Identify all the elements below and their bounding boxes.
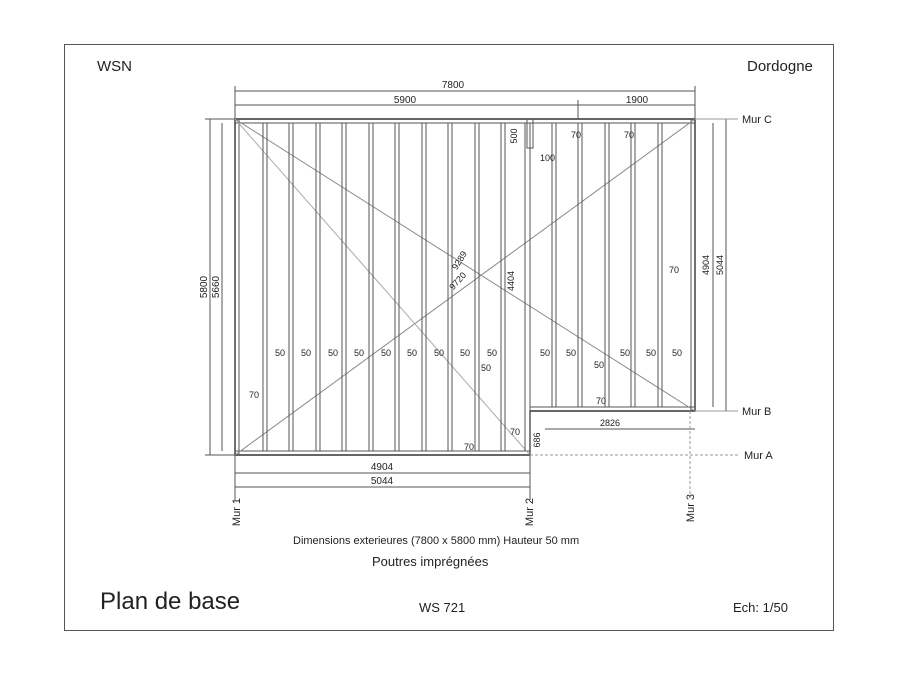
label-total-width: 7800 bbox=[442, 80, 465, 91]
wall-label-mur-1: Mur 1 bbox=[231, 498, 243, 526]
diagonal-2 bbox=[234, 118, 696, 456]
label-step-height: 686 bbox=[532, 432, 542, 447]
label-right-outer: 5044 bbox=[715, 255, 725, 275]
label-right-gap: 70 bbox=[669, 265, 679, 275]
label-top-gap-1: 70 bbox=[571, 130, 581, 140]
label-inner-height: 5660 bbox=[211, 275, 222, 298]
label-left-width: 5900 bbox=[394, 95, 417, 106]
label-bottom-inner: 4904 bbox=[371, 462, 394, 473]
label-joist-gap: 50 bbox=[434, 348, 444, 358]
diagonal-3 bbox=[234, 118, 531, 456]
label-bottom-gap: 70 bbox=[464, 442, 474, 452]
company-name: WSN bbox=[97, 58, 132, 75]
label-joist-gap: 50 bbox=[672, 348, 682, 358]
label-step-left-gap: 70 bbox=[510, 427, 520, 437]
label-joist-gap: 50 bbox=[487, 348, 497, 358]
region-name: Dordogne bbox=[747, 58, 813, 75]
label-diag-short: 9720 bbox=[447, 270, 468, 292]
label-mid-gap-extra-2: 50 bbox=[594, 360, 604, 370]
label-notch-offset: 100 bbox=[540, 153, 555, 163]
label-joist-gap: 50 bbox=[301, 348, 311, 358]
label-top-gap-2: 70 bbox=[624, 130, 634, 140]
label-joist-gap: 50 bbox=[381, 348, 391, 358]
label-step-width: 2826 bbox=[600, 418, 620, 428]
label-joist-gap: 50 bbox=[328, 348, 338, 358]
label-joist-gap: 50 bbox=[620, 348, 630, 358]
label-total-height: 5800 bbox=[199, 275, 210, 298]
material-note: Poutres imprégnées bbox=[372, 554, 489, 569]
wall-label-mur-2: Mur 2 bbox=[524, 498, 536, 526]
drawing-frame bbox=[64, 44, 834, 631]
wall-label-mur-b: Mur B bbox=[742, 406, 771, 418]
diagonal-1 bbox=[234, 118, 696, 412]
model-number: WS 721 bbox=[419, 600, 466, 615]
drawing-scale: Ech: 1/50 bbox=[733, 600, 788, 615]
label-joist-gap: 50 bbox=[646, 348, 656, 358]
label-right-width: 1900 bbox=[626, 95, 649, 106]
label-joist-gap: 50 bbox=[566, 348, 576, 358]
label-mid-gap-extra: 50 bbox=[481, 363, 491, 373]
label-bottom-outer: 5044 bbox=[371, 476, 394, 487]
wall-label-mur-a: Mur A bbox=[744, 450, 773, 462]
label-joist-gap: 50 bbox=[354, 348, 364, 358]
wall-label-mur-c: Mur C bbox=[742, 114, 772, 126]
drawing-title: Plan de base bbox=[100, 588, 241, 615]
label-left-gap: 70 bbox=[249, 390, 259, 400]
dimensions-note: Dimensions exterieures (7800 x 5800 mm) … bbox=[293, 535, 580, 547]
label-right-inner: 4904 bbox=[701, 255, 711, 275]
label-notch-depth: 500 bbox=[509, 128, 519, 143]
label-joist-gap: 50 bbox=[460, 348, 470, 358]
label-step-gap: 70 bbox=[596, 396, 606, 406]
label-joist-gap: 50 bbox=[407, 348, 417, 358]
label-joist-gap: 50 bbox=[275, 348, 285, 358]
label-inner-split: 4404 bbox=[506, 271, 516, 291]
label-diag-long: 9289 bbox=[450, 249, 469, 271]
label-joist-gap: 50 bbox=[540, 348, 550, 358]
wall-label-mur-3: Mur 3 bbox=[685, 494, 697, 522]
